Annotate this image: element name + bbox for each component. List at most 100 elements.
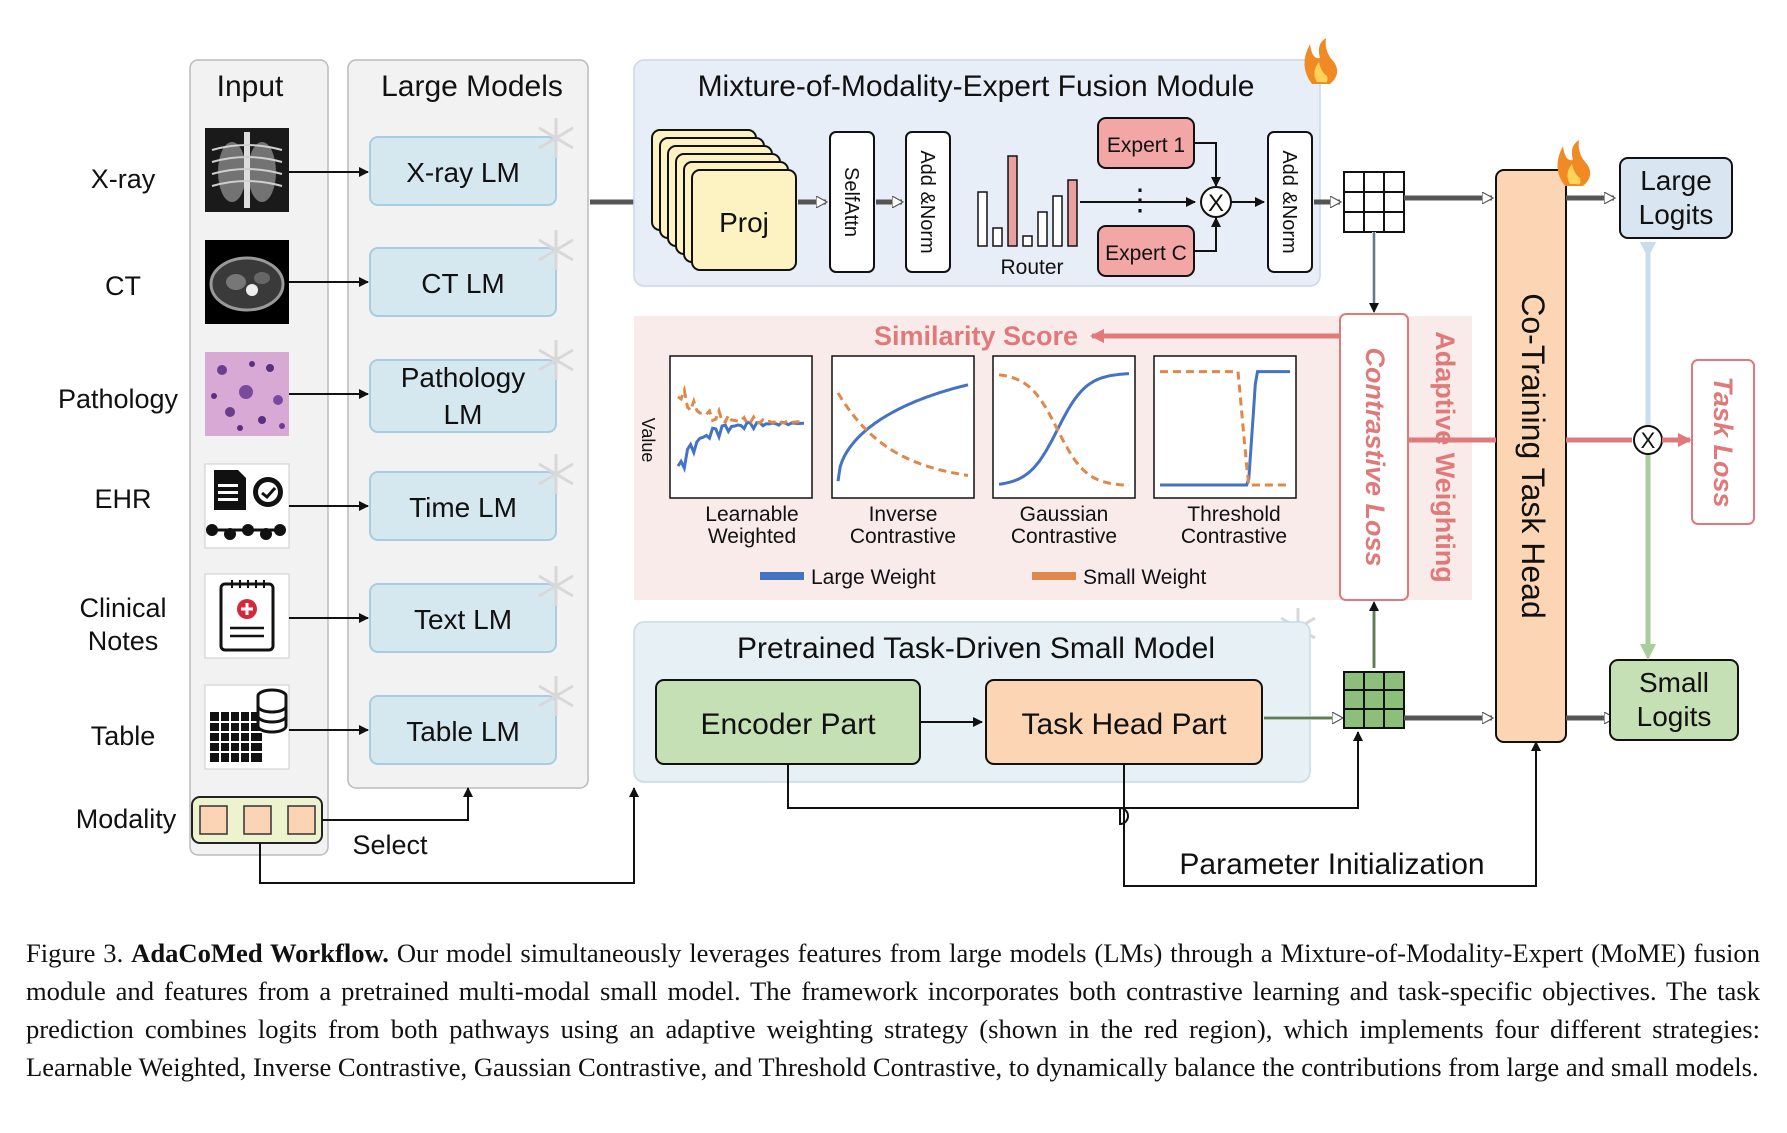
cotraining-label: Co-Training Task Head bbox=[1515, 293, 1551, 618]
selfattn-block bbox=[829, 131, 875, 273]
plot-label-threshold-1: Threshold bbox=[1187, 503, 1280, 526]
task-loss-box bbox=[1691, 359, 1755, 525]
lm-label: X-ray LM bbox=[406, 157, 520, 188]
task-head-part-label: Task Head Part bbox=[1021, 708, 1227, 741]
select-arrow bbox=[322, 787, 473, 821]
plot-label-gaussian-1: Gaussian bbox=[1020, 503, 1109, 526]
plot-gaussian-contrastive bbox=[992, 355, 1136, 499]
addnorm-block-2 bbox=[1267, 131, 1313, 273]
encoder-part-label: Encoder Part bbox=[700, 708, 876, 741]
expert1-to-mult-arrow bbox=[1194, 142, 1221, 187]
contrastive-loss-box bbox=[1339, 313, 1409, 601]
xray-image bbox=[205, 128, 289, 212]
legend-swatch-large bbox=[760, 572, 804, 580]
task-loss-label: Task Loss bbox=[1708, 376, 1738, 507]
plot-label-learnable-1: Learnable bbox=[705, 503, 798, 526]
plot-threshold-contrastive bbox=[1153, 355, 1297, 499]
similarity-score-label: Similarity Score bbox=[874, 321, 1078, 351]
lm-box-xray: X-ray LM bbox=[369, 136, 557, 206]
large-feature-grid bbox=[1343, 171, 1405, 233]
lm-label: Time LM bbox=[409, 492, 517, 523]
proj-stack: Proj bbox=[651, 129, 797, 271]
figure-caption: Figure 3. AdaCoMed Workflow. Our model s… bbox=[26, 934, 1760, 1086]
large-weight-curve bbox=[998, 372, 1130, 486]
fire-icon bbox=[1557, 140, 1591, 186]
cotraining-task-head bbox=[1495, 169, 1567, 743]
small-weight-curve bbox=[1160, 370, 1290, 487]
caption-title: AdaCoMed Workflow. bbox=[131, 938, 389, 968]
mome-title: Mixture-of-Modality-Expert Fusion Module bbox=[698, 70, 1255, 103]
large-logits-line2: Logits bbox=[1639, 199, 1714, 230]
modality-to-small-model-arrow bbox=[259, 787, 639, 884]
modality-selector-label: Modality bbox=[76, 804, 177, 834]
small-feature-grid bbox=[1343, 671, 1405, 729]
large-logits-box bbox=[1619, 157, 1733, 239]
modality-label-pathology: Pathology bbox=[58, 384, 179, 414]
contrastive-loss-label: Contrastive Loss bbox=[1360, 347, 1390, 566]
modality-slot[interactable] bbox=[287, 805, 316, 835]
legend-label-small: Small Weight bbox=[1083, 566, 1206, 589]
small-logits-box bbox=[1609, 659, 1739, 741]
small-logits-line1: Small bbox=[1639, 667, 1709, 698]
plot-label-inverse-1: Inverse bbox=[869, 503, 938, 526]
lm-label-line2: LM bbox=[444, 399, 483, 430]
addnorm-block bbox=[905, 131, 951, 273]
lm-label: Text LM bbox=[414, 604, 512, 635]
lm-label-line1: Pathology bbox=[401, 362, 526, 393]
modality-slot[interactable] bbox=[199, 805, 228, 835]
legend-swatch-small bbox=[1032, 572, 1076, 580]
mome-multiply-symbol: X bbox=[1208, 190, 1224, 217]
router-bars bbox=[977, 155, 1078, 247]
pathology-image bbox=[205, 352, 289, 436]
workflow-diagram: Input Large Models X-ray CT Pathology EH… bbox=[58, 38, 1755, 887]
proj-label: Proj bbox=[719, 207, 769, 238]
plot-learnable-weighted bbox=[669, 355, 813, 499]
plot-label-threshold-2: Contrastive bbox=[1181, 525, 1287, 548]
modality-label-clinical: Clinical bbox=[79, 593, 166, 623]
plot-label-gaussian-2: Contrastive bbox=[1011, 525, 1117, 548]
ct-image bbox=[205, 240, 289, 324]
small-weight-curve bbox=[836, 392, 969, 477]
adaptive-weighting-label: Adaptive Weighting bbox=[1430, 331, 1460, 583]
lm-box-table: Table LM bbox=[369, 695, 557, 765]
addnorm-2-label: Add &Norm bbox=[1278, 150, 1300, 253]
large-weight-curve bbox=[836, 383, 969, 482]
modality-label-ct: CT bbox=[105, 271, 141, 301]
modality-label-xray: X-ray bbox=[91, 164, 156, 194]
plot-label-learnable-2: Weighted bbox=[708, 525, 796, 548]
ehr-icon bbox=[204, 463, 290, 549]
fire-icon bbox=[1304, 38, 1338, 84]
expertc-to-mult-arrow bbox=[1194, 217, 1221, 252]
legend-label-large: Large Weight bbox=[811, 566, 936, 589]
lm-box-pathology: Pathology LM bbox=[369, 359, 557, 433]
selfattn-label: SelfAttn bbox=[840, 167, 862, 237]
lm-label: CT LM bbox=[421, 268, 505, 299]
expert-1-label: Expert 1 bbox=[1107, 134, 1185, 157]
modality-label-table: Table bbox=[91, 721, 156, 751]
large-weight-curve bbox=[1160, 370, 1290, 487]
input-title: Input bbox=[217, 70, 284, 103]
lm-box-time: Time LM bbox=[369, 471, 557, 541]
lm-label: Table LM bbox=[406, 716, 520, 747]
plot-label-inverse-2: Contrastive bbox=[850, 525, 956, 548]
lm-box-ct: CT LM bbox=[369, 247, 557, 317]
modality-label-ehr: EHR bbox=[94, 484, 151, 514]
select-label: Select bbox=[352, 830, 428, 860]
encoder-to-grid-path bbox=[787, 732, 1358, 826]
modality-slot[interactable] bbox=[243, 805, 272, 835]
modality-label-notes: Notes bbox=[88, 626, 159, 656]
param-init-label: Parameter Initialization bbox=[1179, 848, 1484, 881]
caption-text: Our model simultaneously leverages featu… bbox=[26, 938, 1760, 1082]
lm-box-text: Text LM bbox=[369, 583, 557, 653]
small-weight-curve bbox=[998, 373, 1130, 487]
large-logits-line1: Large bbox=[1640, 165, 1712, 196]
small-model-title: Pretrained Task-Driven Small Model bbox=[737, 632, 1215, 665]
expert-c-label: Expert C bbox=[1105, 242, 1187, 265]
plot-inverse-contrastive bbox=[831, 355, 975, 499]
caption-label: Figure 3. bbox=[26, 938, 124, 968]
small-logits-line2: Logits bbox=[1637, 701, 1712, 732]
small-weight-curve bbox=[677, 384, 804, 426]
expert-ellipsis: ⋮ bbox=[1125, 184, 1155, 217]
table-icon bbox=[204, 684, 290, 770]
router-label: Router bbox=[1000, 256, 1063, 279]
